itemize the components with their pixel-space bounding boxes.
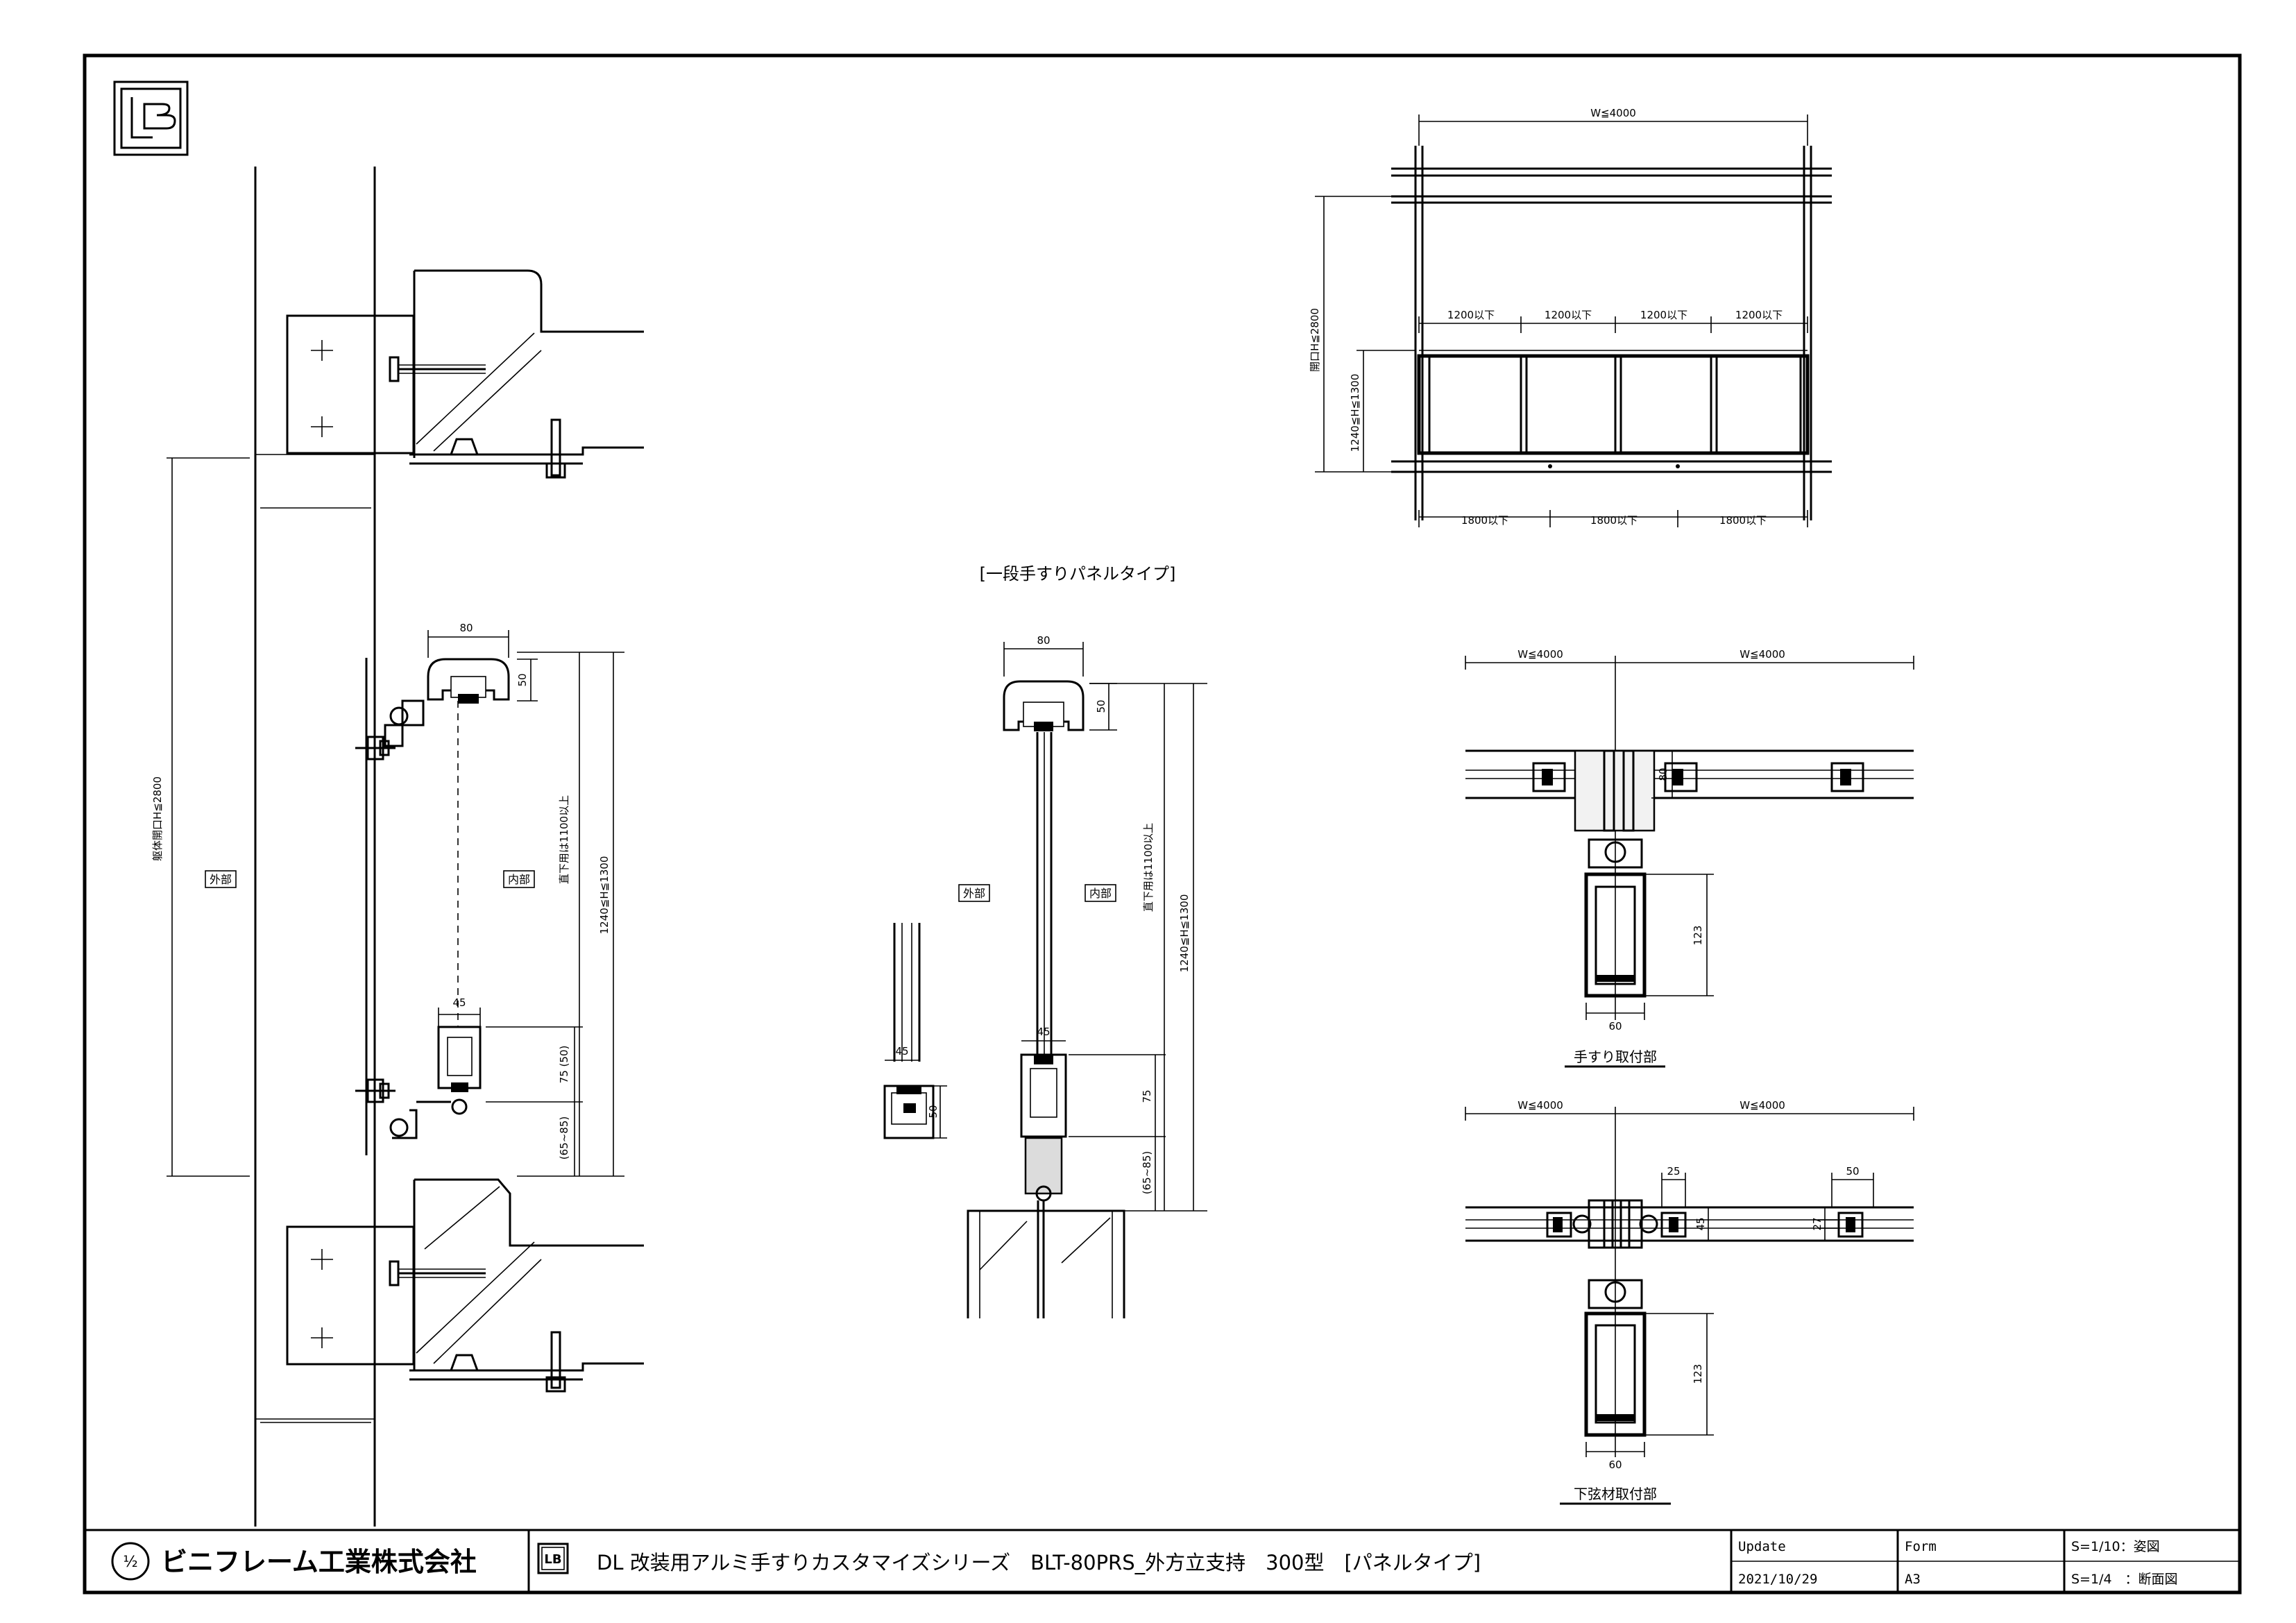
label-inside-panel: 内部 <box>1089 887 1112 900</box>
scale-section: S=1/4 ：断面図 <box>2071 1572 2178 1587</box>
dim-frame-opening: 躯体開口H≦2800 <box>151 776 164 861</box>
dim-1800-a: 1800以下 <box>1461 514 1508 527</box>
dim-1200-d: 1200以下 <box>1735 309 1783 321</box>
dim-h-range-main: 1240≦H≦1300 <box>598 856 611 935</box>
dim-80-hr: 80 <box>1657 767 1669 781</box>
dim-60-lc: 60 <box>1608 1459 1622 1471</box>
dim-75-50-main: 75 (50) <box>558 1046 570 1084</box>
title-lb-logo-icon: LB <box>537 1543 569 1574</box>
update-value: 2021/10/29 <box>1738 1572 1817 1587</box>
dim-50-small: 50 <box>927 1105 939 1118</box>
dim-h-range-panel: 1240≦H≦1300 <box>1178 894 1191 973</box>
label-inside-main: 内部 <box>508 873 530 886</box>
dim-50-panel: 50 <box>1095 699 1107 713</box>
lower-chord-mount-detail: W≦4000 W≦4000 <box>1465 1099 1914 1505</box>
dim-opening-h: 開口H≦2800 <box>1309 308 1321 372</box>
dim-w-lc-right: W≦4000 <box>1740 1099 1785 1112</box>
panel-type-section: [一段手すりパネルタイプ] <box>883 564 1207 1318</box>
form-value: A3 <box>1905 1572 1921 1587</box>
label-handrail-mount: 手すり取付部 <box>1574 1048 1657 1065</box>
company-logo-icon: ½ <box>111 1542 150 1581</box>
label-outside-panel: 外部 <box>963 887 985 900</box>
dim-25-lc: 25 <box>1667 1165 1680 1178</box>
dim-45-main: 45 <box>452 996 466 1009</box>
dim-45-lc: 45 <box>1694 1217 1707 1230</box>
dim-1200-a: 1200以下 <box>1447 309 1495 321</box>
label-outside-main: 外部 <box>210 873 232 886</box>
dim-1800-b: 1800以下 <box>1590 514 1638 527</box>
dim-80-main: 80 <box>459 622 473 634</box>
dim-27-lc: 27 <box>1811 1217 1823 1230</box>
elevation-view: W≦4000 1200以下 1200以下 1200以下 1200以下 1800以… <box>1309 107 1832 527</box>
dim-50-main: 50 <box>516 673 529 686</box>
sheet-border <box>83 53 2242 1595</box>
dim-50-lc: 50 <box>1846 1165 1859 1178</box>
svg-text:½: ½ <box>123 1554 137 1571</box>
dim-1200-c: 1200以下 <box>1640 309 1687 321</box>
dim-123-hr: 123 <box>1692 926 1704 946</box>
dim-h-range-elev: 1240≦H≦1300 <box>1349 374 1361 452</box>
dim-65-85-main: (65~85) <box>558 1116 570 1159</box>
drawing-title: DL 改装用アルミ手すりカスタマイズシリーズ BLT-80PRS_外方立支持 3… <box>597 1551 1481 1574</box>
update-label: Update <box>1738 1539 1786 1554</box>
dim-1200-b: 1200以下 <box>1545 309 1592 321</box>
dim-123-lc: 123 <box>1692 1364 1704 1384</box>
dim-w-lc-left: W≦4000 <box>1517 1099 1563 1112</box>
section-title: [一段手すりパネルタイプ] <box>980 564 1176 584</box>
label-lower-chord-mount: 下弦材取付部 <box>1574 1486 1657 1502</box>
dim-45-panel: 45 <box>1037 1026 1050 1038</box>
main-section-view: 躯体開口H≦2800 外部 内部 80 50 直下用は1100以上 1240≦H… <box>151 167 644 1527</box>
dim-w-elev: W≦4000 <box>1590 107 1636 119</box>
dim-60-hr: 60 <box>1608 1020 1622 1033</box>
dim-w-hr-right: W≦4000 <box>1740 648 1785 661</box>
title-block: ½ ビニフレーム工業株式会社 LB DL 改装用アルミ手すりカスタマイズシリーズ… <box>111 1530 2240 1592</box>
dim-65-85-panel: (65~85) <box>1141 1151 1153 1194</box>
dim-45-small: 45 <box>895 1045 908 1057</box>
dim-w-hr-left: W≦4000 <box>1517 648 1563 661</box>
dim-1800-c: 1800以下 <box>1719 514 1767 527</box>
dim-fall-panel: 直下用は1100以上 <box>1142 823 1155 912</box>
dim-80-panel: 80 <box>1037 634 1050 647</box>
company-name: ビニフレーム工業株式会社 <box>161 1547 477 1577</box>
scale-elevation: S=1/10：姿図 <box>2071 1539 2160 1554</box>
lb-logo-icon <box>113 80 189 156</box>
svg-text:LB: LB <box>544 1552 561 1567</box>
form-label: Form <box>1905 1539 1937 1554</box>
handrail-mount-detail: W≦4000 W≦4000 80 123 <box>1465 648 1914 1068</box>
dim-fall-main: 直下用は1100以上 <box>558 795 570 884</box>
dim-75-panel: 75 <box>1141 1089 1153 1103</box>
